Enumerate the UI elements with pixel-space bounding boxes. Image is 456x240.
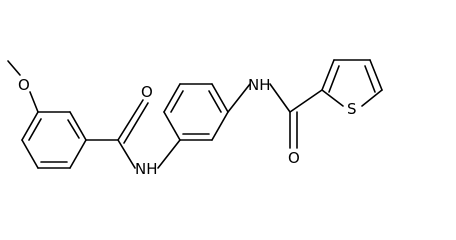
bond-ring2-e [163, 83, 181, 113]
bond-thio-c5-s [361, 89, 383, 107]
bond-nitrogen-carbonyl2 [269, 83, 291, 113]
bond-thio-c2-c3 [321, 59, 335, 91]
bond-ring1-f-inner [28, 118, 42, 141]
methoxy-oxygen-label: O [18, 76, 30, 94]
bond-nitrogen-ring2 [157, 139, 181, 169]
bond-thio-c2-c3-inner [328, 65, 340, 93]
bond-ring1-f [21, 111, 39, 141]
bond-thio-c4-c5 [369, 59, 383, 91]
bond-carbonyl1-double-b [123, 102, 149, 144]
bond-methyl-oxygen [7, 60, 21, 76]
benzamide-nitrogen-label: NH [135, 160, 158, 178]
bond-ring1-e [21, 139, 39, 169]
atom-labels: O O NH NH O S [18, 76, 357, 178]
chemical-structure: O O NH NH O S [7, 59, 383, 178]
bond-carbonyl1-double-a [117, 99, 144, 141]
thiophene-carbonyl-oxygen-label: O [288, 149, 300, 167]
bond-carbonyl1-nitrogen [117, 139, 136, 169]
bond-oxygen-ring [29, 91, 39, 113]
bond-ring2-nitrogen [227, 83, 251, 113]
bond-ring1-c [69, 139, 87, 169]
benzamide-carbonyl-oxygen-label: O [141, 83, 153, 101]
bond-ring2-f [163, 111, 181, 141]
bond-ring2-e-inner [170, 90, 184, 113]
bond-thio-s-c2 [321, 89, 344, 107]
bond-ring1-b-inner [67, 119, 80, 139]
bond-ring2-b [211, 111, 229, 141]
bonds [7, 59, 383, 169]
bond-ring2-c [211, 83, 229, 113]
bond-ring2-c-inner [208, 90, 222, 113]
thiophene-amide-nitrogen-label: NH [248, 76, 271, 94]
thiophene-sulfur-label: S [347, 100, 357, 118]
bond-ring1-b [69, 111, 87, 141]
bond-carbonyl2-thiophene [289, 89, 323, 113]
bond-thio-c4-c5-inner [364, 65, 376, 93]
